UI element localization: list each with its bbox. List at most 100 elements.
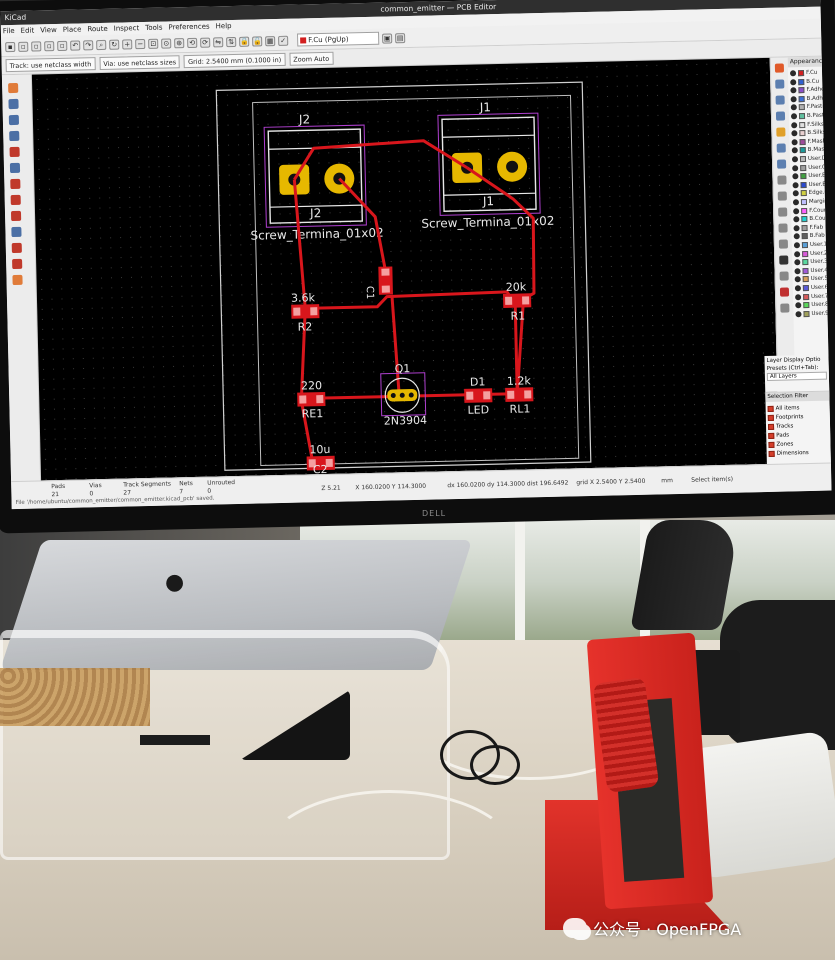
layer-row[interactable]: B.Paste <box>790 112 828 121</box>
select-icon[interactable] <box>774 63 785 73</box>
layer-row[interactable]: B.Fab <box>793 232 825 241</box>
menu-help[interactable]: Help <box>215 22 232 31</box>
layer-row[interactable]: Edge.Cu <box>792 189 832 198</box>
menu-view[interactable]: View <box>40 26 57 35</box>
layer-row[interactable]: User.8 <box>795 301 829 310</box>
filter-zones[interactable]: Zones <box>768 440 793 449</box>
checkbox[interactable] <box>768 432 775 439</box>
zoom-select[interactable]: Zoom Auto <box>289 51 334 66</box>
zoom-objects-icon[interactable]: ⊙ <box>161 37 172 49</box>
page-settings-icon[interactable]: ▫ <box>31 40 42 52</box>
add-via-icon[interactable] <box>776 127 786 137</box>
track-display-icon[interactable] <box>10 210 22 222</box>
visibility-eye-icon[interactable] <box>791 139 798 146</box>
add-zone-icon[interactable] <box>776 143 786 153</box>
visibility-eye-icon[interactable] <box>789 70 797 77</box>
visibility-eye-icon[interactable] <box>791 156 799 163</box>
find-icon[interactable]: ⌕ <box>96 39 107 50</box>
grid-toggle-icon[interactable] <box>8 82 19 94</box>
draw-polygon-icon[interactable] <box>778 239 789 249</box>
layer-row[interactable]: User.Co <box>792 163 829 172</box>
appearance-toggle-icon[interactable] <box>12 274 23 286</box>
layer-row[interactable]: User.7 <box>795 292 828 301</box>
draw-circle-icon[interactable] <box>778 223 788 233</box>
rule-area-icon[interactable] <box>776 159 787 169</box>
visibility-eye-icon[interactable] <box>793 216 800 223</box>
ratsnest-icon[interactable] <box>9 146 20 158</box>
add-dimension-icon[interactable] <box>779 271 789 281</box>
layer-row[interactable]: B.Adhes <box>790 94 830 103</box>
draw-line-icon[interactable] <box>777 175 787 185</box>
visibility-eye-icon[interactable] <box>793 233 800 240</box>
visibility-eye-icon[interactable] <box>790 96 797 103</box>
add-text-icon[interactable] <box>779 255 789 265</box>
filter-all-items[interactable]: All items <box>767 404 800 413</box>
layer-display-icon[interactable] <box>12 258 23 270</box>
save-icon[interactable]: ▪ <box>5 41 16 52</box>
filter-dimensions[interactable]: Dimensions <box>768 449 809 458</box>
pad-display-icon[interactable] <box>10 178 21 190</box>
delete-icon[interactable] <box>779 287 790 297</box>
rotate-ccw-icon[interactable]: ⟲ <box>187 37 198 48</box>
layer-row[interactable]: User.4 <box>794 266 828 275</box>
cursor-icon[interactable] <box>9 130 20 142</box>
menu-inspect[interactable]: Inspect <box>113 24 140 33</box>
contrast-icon[interactable] <box>11 226 22 238</box>
layer-row[interactable]: F.Fab <box>793 223 823 232</box>
layer-row[interactable]: F.Cour <box>793 206 826 215</box>
menu-tools[interactable]: Tools <box>145 23 163 32</box>
menu-preferences[interactable]: Preferences <box>168 22 210 32</box>
visibility-eye-icon[interactable] <box>794 285 801 292</box>
draw-rect-icon[interactable] <box>778 207 788 217</box>
route-track-icon[interactable] <box>775 79 785 89</box>
visibility-eye-icon[interactable] <box>792 190 799 197</box>
python-console-icon[interactable]: ▤ <box>395 32 406 43</box>
layer-row[interactable]: F.Silks <box>791 120 824 129</box>
visibility-eye-icon[interactable] <box>792 173 799 180</box>
visibility-eye-icon[interactable] <box>791 147 798 154</box>
visibility-eye-icon[interactable] <box>794 259 801 266</box>
redo-icon[interactable]: ↷ <box>83 39 94 50</box>
measure-icon[interactable] <box>780 303 790 313</box>
board-setup-icon[interactable]: ▫ <box>18 41 29 52</box>
layer-row[interactable]: F.Cu <box>789 69 818 78</box>
layer-row[interactable]: User.Ec <box>792 172 829 181</box>
rotate-cw-icon[interactable]: ⟳ <box>200 37 211 48</box>
pcb-canvas[interactable]: J2 J2 Screw_Termina_01x02 J1 J1 Screw_Te… <box>31 57 779 481</box>
visibility-eye-icon[interactable] <box>795 302 802 309</box>
menu-place[interactable]: Place <box>62 25 82 34</box>
grid-select[interactable]: Grid: 2.5400 mm (0.1000 in) <box>183 52 286 69</box>
layer-row[interactable]: B.Mask <box>791 146 828 155</box>
drc-icon[interactable]: ✓ <box>278 35 289 46</box>
netlist-icon[interactable]: ▦ <box>265 35 276 46</box>
layer-row[interactable]: User.9 <box>795 309 829 318</box>
lock-icon[interactable]: 🔒 <box>239 36 250 47</box>
scripting-icon[interactable]: ▣ <box>382 32 393 44</box>
visibility-eye-icon[interactable] <box>790 113 798 120</box>
undo-icon[interactable]: ↶ <box>70 39 81 51</box>
filter-pads[interactable]: Pads <box>768 431 789 439</box>
draw-arc-icon[interactable] <box>777 191 787 201</box>
visibility-eye-icon[interactable] <box>794 250 801 257</box>
layer-row[interactable]: User.6 <box>794 284 828 293</box>
checkbox[interactable] <box>767 414 774 421</box>
layer-row[interactable]: B.Silks <box>791 129 826 138</box>
layer-row[interactable]: User.1 <box>793 241 827 250</box>
visibility-eye-icon[interactable] <box>792 182 799 189</box>
unlock-icon[interactable]: 🔓 <box>252 35 263 47</box>
layer-row[interactable]: F.Paste <box>790 103 826 112</box>
tune-length-icon[interactable] <box>775 111 786 121</box>
layer-selector[interactable]: F.Cu (PgUp) <box>297 31 380 47</box>
visibility-eye-icon[interactable] <box>790 87 797 94</box>
visibility-eye-icon[interactable] <box>794 276 801 283</box>
menu-edit[interactable]: Edit <box>20 26 35 35</box>
refresh-icon[interactable]: ↻ <box>109 39 120 50</box>
visibility-eye-icon[interactable] <box>793 242 801 249</box>
layer-row[interactable]: B.Cu <box>790 77 819 86</box>
plot-icon[interactable]: ▫ <box>57 40 68 51</box>
layer-row[interactable]: User.Dr <box>791 155 828 164</box>
checkbox[interactable] <box>768 441 775 448</box>
zoom-selection-icon[interactable]: ⊕ <box>174 37 185 48</box>
filter-footprints[interactable]: Footprints <box>767 413 804 422</box>
menu-file[interactable]: File <box>2 26 15 36</box>
